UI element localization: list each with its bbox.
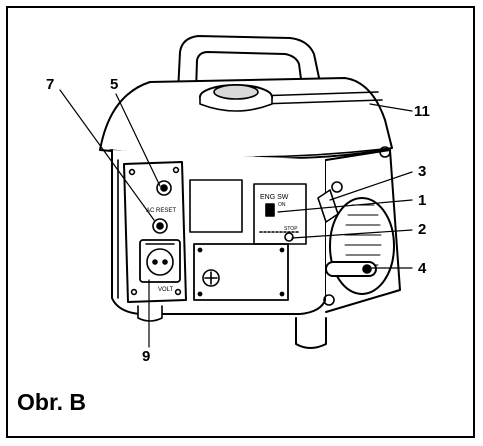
engine-switch-panel <box>253 183 307 245</box>
callout-2: 2 <box>418 221 427 238</box>
ac-reset-label: AC RESET <box>146 208 176 214</box>
feet <box>137 305 327 349</box>
figure-caption: Obr. B <box>17 389 87 415</box>
side-details <box>317 146 391 306</box>
callout-3: 3 <box>418 163 427 180</box>
stop-label: STOP <box>284 226 298 232</box>
callout-7: 7 <box>46 76 55 93</box>
fuel-cap <box>199 84 273 112</box>
volt-label: VOLT <box>158 287 174 293</box>
callout-4: 4 <box>418 260 427 277</box>
on-label: ON <box>278 202 286 208</box>
plate-screw-icon <box>202 269 220 287</box>
leader-lines <box>59 89 413 348</box>
starter-handle <box>325 261 377 277</box>
callout-5: 5 <box>110 76 119 93</box>
ac-reset-knob-icon <box>152 218 168 234</box>
engine-switch-icon <box>265 203 275 217</box>
carry-handle <box>177 35 323 95</box>
callout-11: 11 <box>414 103 430 120</box>
callout-9: 9 <box>142 348 151 365</box>
dial-icon <box>156 180 172 196</box>
recoil-starter <box>329 197 395 295</box>
eng-sw-label: ENG SW <box>260 194 289 201</box>
callout-1: 1 <box>418 192 427 209</box>
front-plates <box>189 179 289 301</box>
socket-panel <box>123 161 187 303</box>
choke-lever-icon <box>284 232 294 242</box>
top-cover <box>99 77 393 160</box>
